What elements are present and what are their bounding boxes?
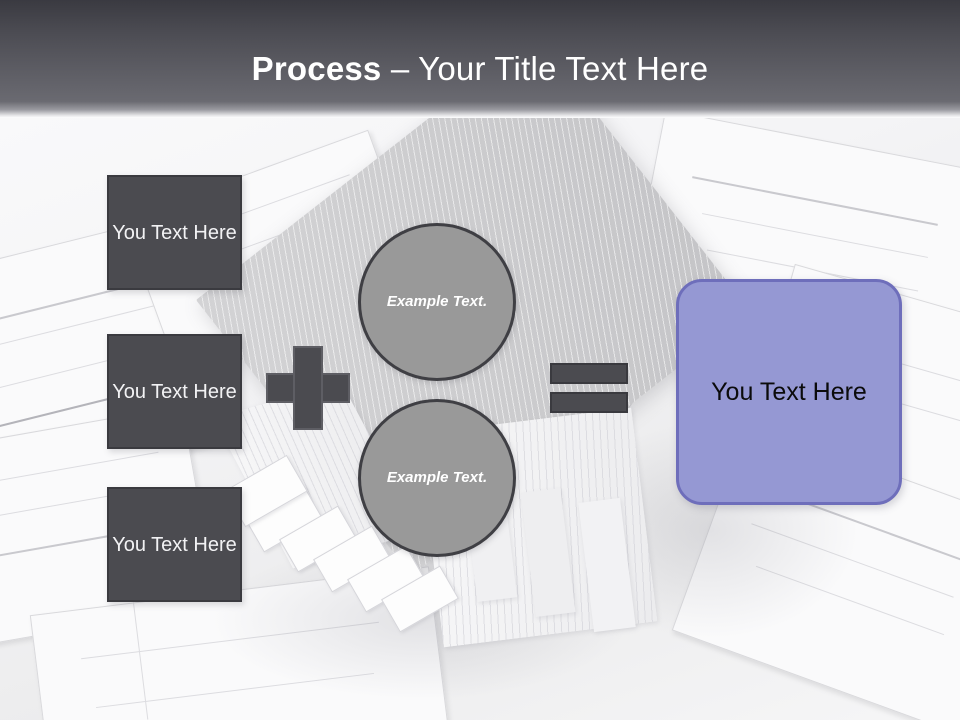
slide-header-bar: Process – Your Title Text Here [0,0,960,118]
result-box[interactable]: You Text Here [676,279,902,505]
process-circle-2[interactable]: Example Text. [358,399,516,557]
input-box-3-label: You Text Here [112,533,237,556]
plus-operator-icon [266,346,350,430]
result-box-label: You Text Here [711,377,867,406]
input-box-1[interactable]: You Text Here [107,175,242,290]
process-circle-1-label: Example Text. [386,293,488,310]
page-title-strong: Process [251,50,382,87]
input-box-1-label: You Text Here [112,221,237,244]
equals-top-bar [550,363,628,384]
input-box-2-label: You Text Here [112,380,237,403]
page-title: Process – Your Title Text Here [0,50,960,88]
page-title-rest: – Your Title Text Here [381,50,709,87]
plus-vertical-bar [293,346,323,430]
equals-operator-icon [550,363,628,413]
process-circle-2-label: Example Text. [386,469,488,486]
input-box-3[interactable]: You Text Here [107,487,242,602]
process-circle-1[interactable]: Example Text. [358,223,516,381]
input-box-2[interactable]: You Text Here [107,334,242,449]
equals-bottom-bar [550,392,628,413]
